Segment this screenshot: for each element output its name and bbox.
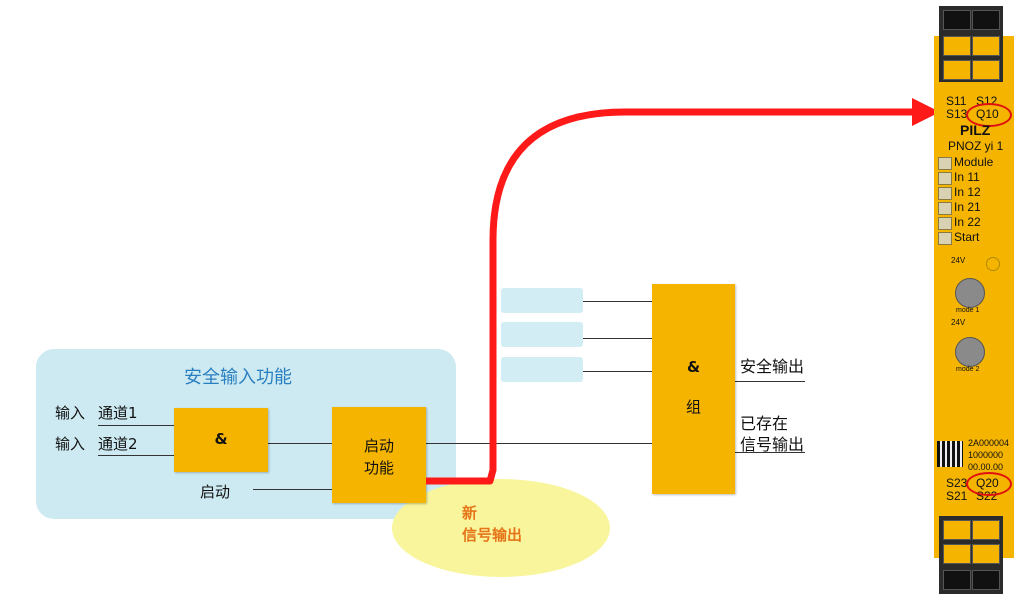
and-gate-box: & <box>174 408 268 472</box>
led-in22-label: In 22 <box>954 215 981 229</box>
terminal-contact <box>972 60 1000 80</box>
led-in11 <box>938 172 952 185</box>
terminal-s13: S13 <box>946 107 968 121</box>
other-input-box-2 <box>501 322 583 347</box>
other-input-box-1 <box>501 288 583 313</box>
qr-code <box>937 441 963 467</box>
led-in11-label: In 11 <box>954 170 980 184</box>
group-and-box: & 组 <box>652 284 735 494</box>
terminal-contact <box>972 544 1000 564</box>
arrow-path <box>426 108 918 485</box>
input-label-1: 输入 <box>55 404 86 422</box>
terminal-contact <box>943 36 971 56</box>
terminal-contact <box>943 60 971 80</box>
channel-1-line <box>98 425 174 426</box>
module-model: PNOZ yi 1 <box>948 139 1004 153</box>
new-signal-highlight <box>392 479 610 577</box>
bottom-terminal-block <box>939 516 1003 594</box>
led-start-label: Start <box>954 230 980 244</box>
dial2-label: mode 2 <box>956 366 980 373</box>
terminal-screw <box>972 10 1000 30</box>
led-module <box>938 157 952 170</box>
group-and-label: & <box>686 358 701 376</box>
dial2-voltage: 24V <box>951 318 966 327</box>
panel-title: 安全输入功能 <box>184 367 292 388</box>
existing-output-line <box>735 452 805 453</box>
terminal-contact <box>972 520 1000 540</box>
channel-1-label: 通道1 <box>98 404 138 422</box>
group-input-line-3 <box>583 371 652 372</box>
terminal-screw <box>972 570 1000 590</box>
channel-2-label: 通道2 <box>98 435 138 453</box>
led-in21 <box>938 202 952 215</box>
existing-output-line2: 信号输出 <box>740 435 805 454</box>
led-in21-label: In 21 <box>954 200 981 214</box>
serial-line-2: 1000000 <box>968 450 1004 460</box>
terminal-screw <box>943 570 971 590</box>
start-function-line2: 功能 <box>363 459 394 477</box>
terminal-contact <box>943 544 971 564</box>
indicator-circle <box>986 257 1000 271</box>
led-start <box>938 232 952 245</box>
terminal-s11: S11 <box>946 94 967 108</box>
start-function-line1: 启动 <box>363 437 394 455</box>
existing-output-line1: 已存在 <box>740 414 789 433</box>
group-input-line-2 <box>583 338 652 339</box>
led-module-label: Module <box>954 155 994 169</box>
terminal-s21: S21 <box>946 489 968 503</box>
new-signal-line1: 新 <box>462 504 478 522</box>
terminal-contact <box>972 36 1000 56</box>
and-to-start-line <box>268 443 332 444</box>
q10-highlight-ring <box>966 103 1012 127</box>
other-input-box-3 <box>501 357 583 382</box>
q20-highlight-ring <box>966 472 1012 496</box>
terminal-screw <box>943 10 971 30</box>
new-signal-line2: 信号输出 <box>462 526 523 544</box>
mode1-dial[interactable] <box>955 278 985 308</box>
new-signal-label: 新 信号输出 <box>462 502 522 546</box>
terminal-contact <box>943 520 971 540</box>
group-input-line-1 <box>583 301 652 302</box>
arrow-head <box>912 98 940 126</box>
dial1-label: mode 1 <box>956 307 980 314</box>
pilz-logo: PILZ <box>960 122 991 138</box>
start-function-box: 启动 功能 <box>332 407 426 503</box>
start-line <box>253 489 332 490</box>
channel-2-line <box>98 455 174 456</box>
start-to-group-line <box>426 443 652 444</box>
led-in12-label: In 12 <box>954 185 981 199</box>
and-gate-label: & <box>214 430 228 448</box>
group-label: 组 <box>685 398 701 416</box>
dial1-voltage: 24V <box>951 256 966 265</box>
safe-output-line <box>735 381 805 382</box>
led-in22 <box>938 217 952 230</box>
serial-line-3: 00.00.00 <box>968 462 1004 472</box>
safe-output-label: 安全输出 <box>740 357 805 376</box>
serial-line-1: 2A000004 <box>968 438 1010 448</box>
start-input-label: 启动 <box>200 483 231 501</box>
terminal-s23: S23 <box>946 476 968 490</box>
mode2-dial[interactable] <box>955 337 985 367</box>
top-terminal-block <box>939 6 1003 82</box>
led-in12 <box>938 187 952 200</box>
input-label-2: 输入 <box>55 435 86 453</box>
